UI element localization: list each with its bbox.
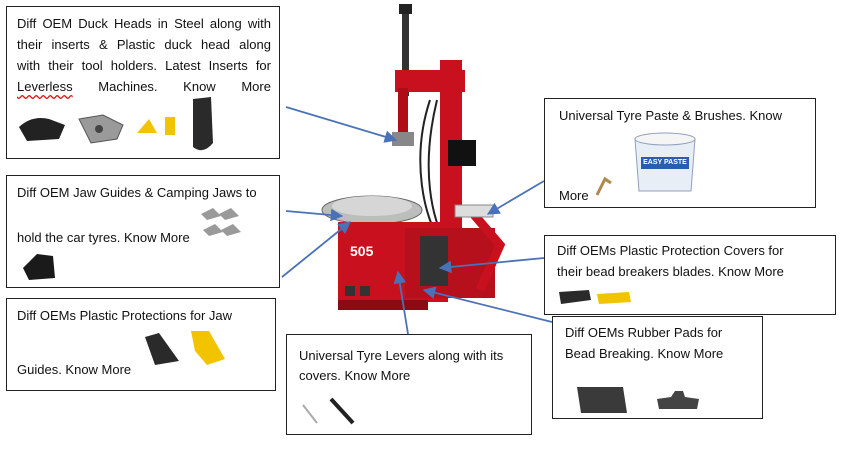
rubber-pads-line-1: Diff OEMs Rubber Pads for — [565, 325, 723, 340]
duck-heads-line-1: Diff OEM Duck Heads in Steel along with — [17, 16, 271, 31]
tyre-paste-line-2: More — [559, 188, 589, 203]
arrow-tyre-paste — [486, 180, 545, 215]
arrow-tyre-levers — [393, 270, 409, 335]
tyre-levers-line-1: Universal Tyre Levers along with its — [299, 348, 504, 363]
duck-heads-line-4: Leverless Machines. Know More — [17, 76, 271, 97]
protection-cover-products-image — [559, 290, 631, 304]
duck-heads-line-2: their inserts & Plastic duck head along — [17, 37, 271, 52]
duck-heads-word-more: More — [241, 79, 271, 94]
plastic-jaw-box: Diff OEMs Plastic Protections for Jaw Gu… — [6, 298, 276, 391]
leverless-word: Leverless — [17, 79, 73, 94]
duck-heads-word-know: Know — [183, 79, 216, 94]
duck-head-products-image — [19, 97, 213, 151]
tyre-paste-box: Universal Tyre Paste & Brushes. Know Mor… — [544, 98, 816, 208]
arrow-rubber-pads — [422, 286, 553, 323]
arrow-jaw-guides — [285, 208, 344, 222]
rubber-pads-box: Diff OEMs Rubber Pads for Bead Breaking.… — [552, 316, 763, 419]
rubber-pad-products-image — [577, 387, 699, 413]
tyre-paste-products-image — [595, 132, 696, 196]
plastic-jaw-line-1: Diff OEMs Plastic Protections for Jaw — [17, 308, 233, 323]
jaw-guides-line-1: Diff OEM Jaw Guides & Camping Jaws to — [17, 185, 257, 200]
protection-covers-line-2: their bead breakers blades. Know More — [557, 264, 784, 279]
duck-heads-box: Diff OEM Duck Heads in Steel along with … — [6, 6, 280, 159]
protection-covers-line-1: Diff OEMs Plastic Protection Covers for — [557, 243, 784, 258]
jaw-guide-products-image — [23, 208, 241, 280]
jaw-guides-box: Diff OEM Jaw Guides & Camping Jaws to ho… — [6, 175, 280, 288]
arrow-plastic-jaw — [281, 221, 351, 278]
plastic-jaw-products-image — [145, 331, 225, 365]
tyre-paste-line-1: Universal Tyre Paste & Brushes. Know — [559, 108, 783, 123]
plastic-jaw-line-2: Guides. Know More — [17, 362, 132, 377]
duck-heads-line-3: with their tool holders. Latest Inserts … — [17, 58, 271, 73]
jaw-guides-line-2: hold the car tyres. Know More — [17, 230, 190, 245]
arrow-duck-heads — [285, 106, 398, 143]
machine-model-label: 505 — [350, 243, 374, 259]
tyre-levers-line-2: covers. Know More — [299, 368, 411, 383]
rubber-pads-line-2: Bead Breaking. Know More — [565, 346, 724, 361]
tyre-lever-products-image — [302, 397, 355, 425]
arrow-protection-covers — [438, 257, 545, 274]
tyre-levers-box: Universal Tyre Levers along with its cov… — [286, 334, 532, 435]
duck-heads-word-machines: Machines. — [98, 79, 158, 94]
protection-covers-box: Diff OEMs Plastic Protection Covers for … — [544, 235, 836, 315]
paste-tub-label: EASY PASTE — [643, 159, 687, 166]
